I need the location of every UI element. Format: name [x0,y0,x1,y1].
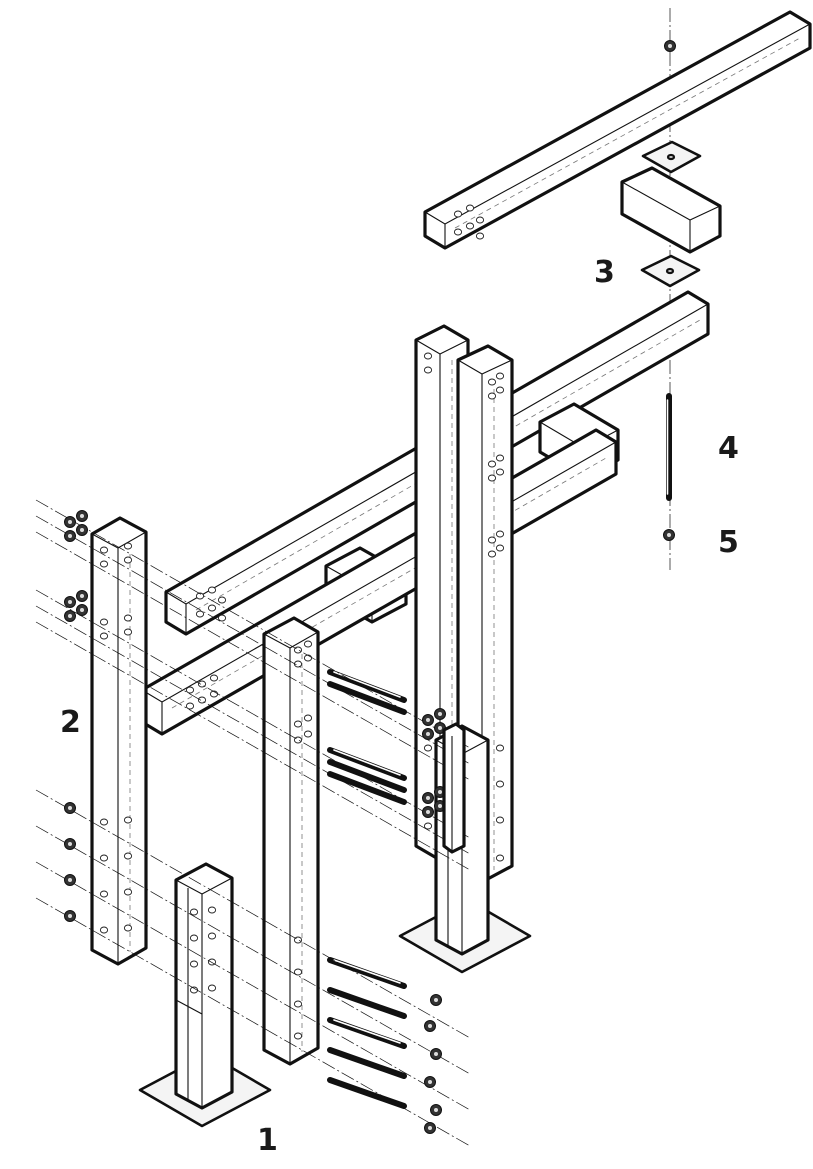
bottom-nut-icon [663,529,675,541]
threaded-rods-lower [327,957,407,1109]
side-post-front [262,616,320,1066]
threaded-rods-middle [327,669,407,805]
top-beam [423,10,812,250]
nuts-right-lower [424,994,442,1134]
callout-label-2: 2 [60,705,81,740]
callout-label-1: 1 [257,1123,278,1158]
center-bracket [442,722,466,854]
side-post-back [90,516,148,966]
callout-label-5: 5 [718,525,739,560]
bolt-axis-lines-left [35,499,471,1147]
left-column-base [138,862,272,1128]
top-nut-icon [664,40,676,52]
spacer-block [620,166,722,254]
threaded-rod-icon [666,393,672,501]
callout-label-4: 4 [718,431,739,466]
callout-label-3: 3 [594,255,615,290]
